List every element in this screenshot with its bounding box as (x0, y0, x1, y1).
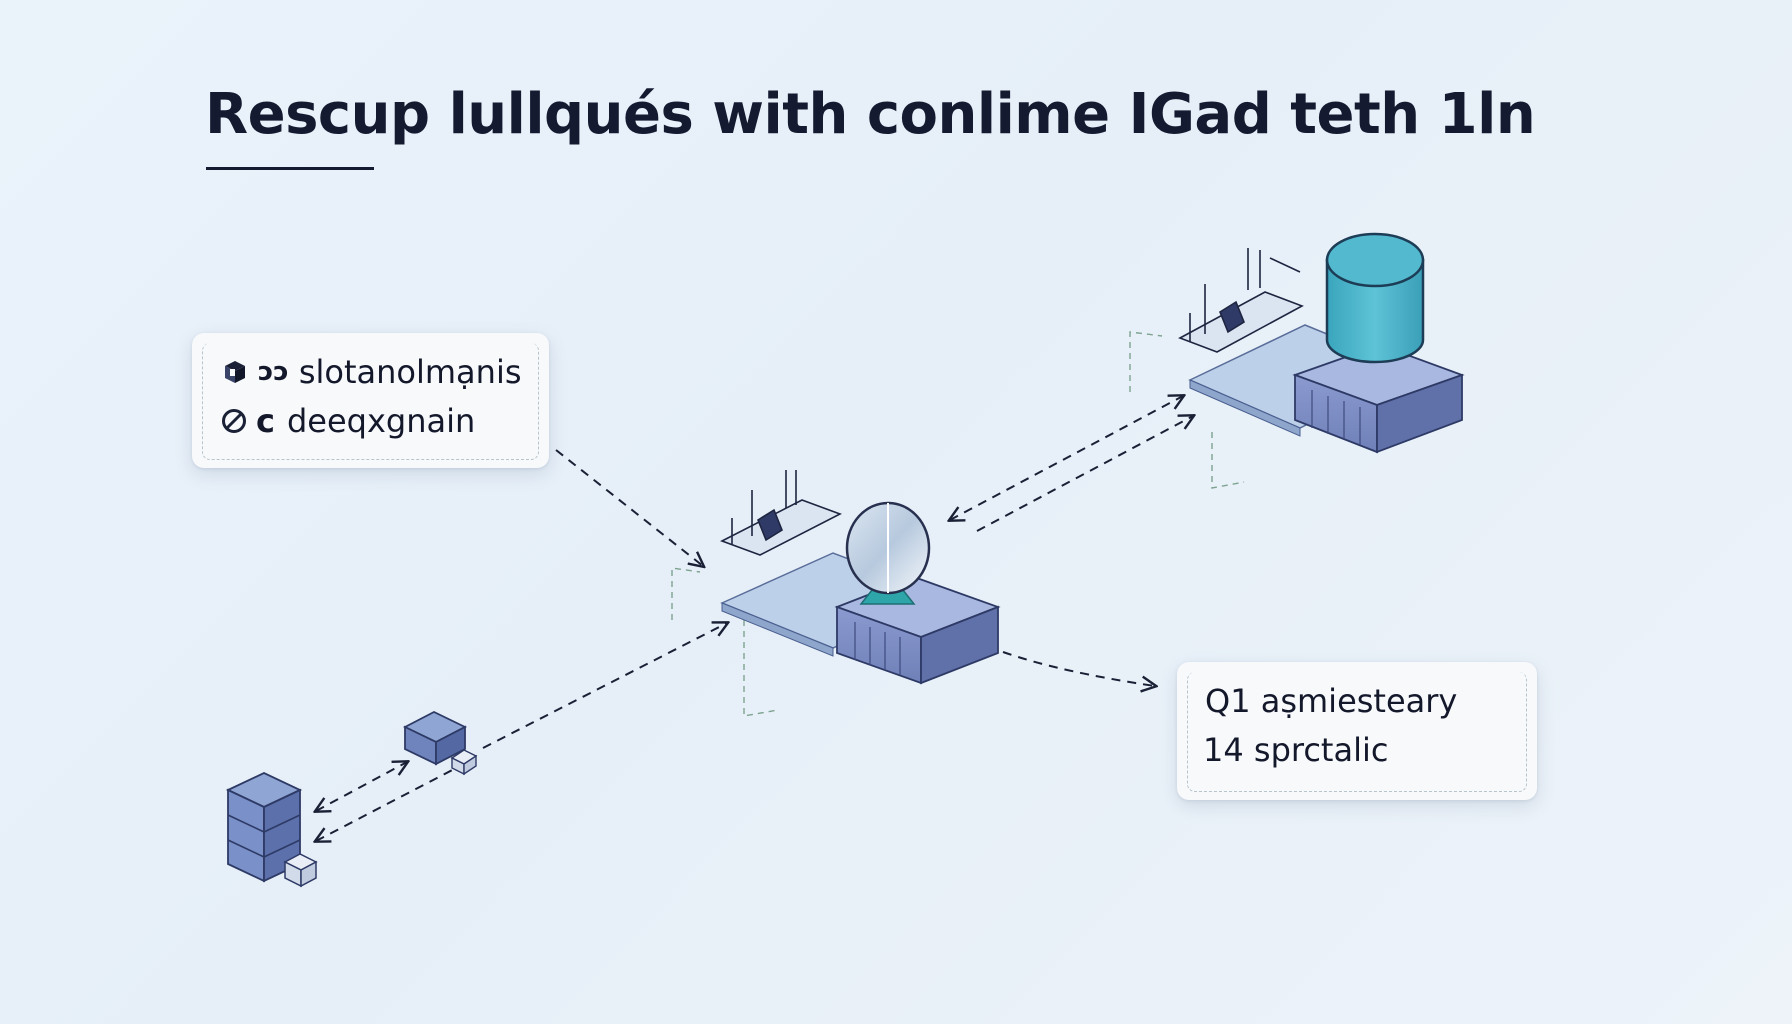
satellite-dish-icon (845, 501, 931, 605)
hub-rack-sketch (720, 470, 842, 556)
callout-left-row-1: ɔɔ slotanolmạnis (222, 353, 522, 391)
callout-left-row-1-text: slotanolmạnis (298, 353, 522, 391)
connector-hub-to-db (950, 396, 1183, 520)
cube-icon (225, 361, 245, 383)
no-entry-icon (222, 409, 246, 433)
connectors (316, 396, 1193, 841)
db-rack-sketch (1178, 248, 1304, 353)
database-icon (1325, 232, 1425, 364)
callout-left-row-2-text: deeqxgnain (286, 402, 476, 440)
connector-blocks-to-cube-2 (316, 765, 461, 841)
title-underline (206, 167, 374, 170)
cube-icon (402, 710, 478, 776)
callout-left: ɔɔ slotanolmạnis c deeqxgnain (192, 333, 549, 468)
callout-left-row-2-glyph: c (256, 402, 275, 440)
callout-right: Q1 aṣmiesteary 14 sprctalic (1177, 662, 1537, 800)
connector-blocks-to-cube-1 (316, 762, 407, 811)
connector-callout-to-hub (555, 449, 703, 566)
connector-hub-to-callout (1002, 651, 1155, 686)
callout-left-row-1-glyphs: ɔɔ (258, 357, 289, 387)
page-title: Rescup lullqués with conlime IGad teth 1… (205, 82, 1536, 147)
central-hub (720, 470, 1001, 685)
guide-lines (671, 331, 1245, 717)
callout-left-row-2: c deeqxgnain (220, 402, 475, 440)
callout-right-row-2: 14 sprctalic (1203, 731, 1389, 769)
callout-right-row-1: Q1 aṣmiesteary (1205, 682, 1458, 720)
database-node (1178, 232, 1465, 454)
connector-cube-to-hub (482, 623, 727, 749)
connector-hub-to-db-2 (976, 416, 1193, 532)
small-cube-icon (283, 853, 318, 888)
